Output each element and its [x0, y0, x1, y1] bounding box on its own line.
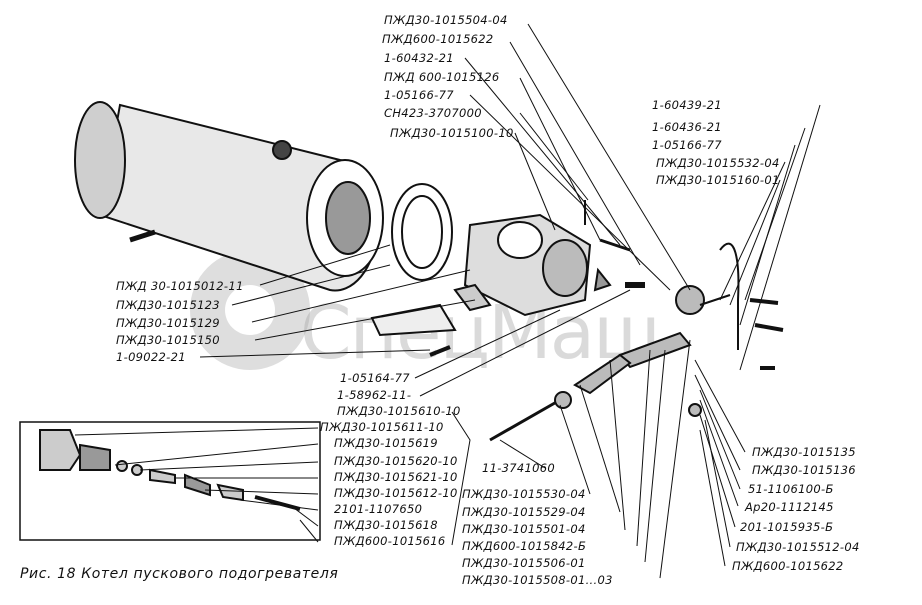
exhaust-pipe: [370, 283, 492, 337]
part-label: ПЖД30-1015532-04: [656, 156, 780, 170]
part-label: ПЖД600-1015622: [382, 32, 494, 46]
inset-frame: [19, 421, 321, 541]
burner-housing: [463, 213, 592, 317]
part-label: ПЖД30-1015612-10: [334, 486, 458, 500]
part-label: ПЖД600-1015842-Б: [462, 539, 587, 553]
part-label: Ар20-1112145: [745, 500, 834, 514]
part-label: ПЖД30-1015619: [334, 436, 438, 450]
part-label: ПЖД30-1015610-10: [337, 404, 461, 418]
part-label: ПЖД30-1015508-01...03: [462, 573, 613, 587]
part-label: ПЖД30-1015136: [752, 463, 856, 477]
part-label: 1-09022-21: [116, 350, 186, 364]
leader-lines: [74, 23, 821, 579]
part-label: 1-58962-11-: [337, 388, 412, 402]
part-label: 11-3741060: [482, 461, 555, 475]
part-label: 1-05166-77: [384, 88, 454, 102]
part-label: ПЖД30-1015529-04: [462, 505, 586, 519]
part-label: ПЖД30-1015129: [116, 316, 220, 330]
part-label: ПЖД600-1015622: [732, 559, 844, 573]
part-label: 1-60436-21: [652, 120, 722, 134]
inset-nozzle-parts: [39, 429, 301, 511]
part-label: 201-1015935-Б: [740, 520, 834, 534]
part-label: 2101-1107650: [334, 502, 423, 516]
boiler-body: [74, 101, 384, 292]
part-label: 51-1106100-Б: [748, 482, 834, 496]
part-label: ПЖД30-1015501-04: [462, 522, 586, 536]
part-label: 1-60432-21: [384, 51, 454, 65]
part-label: ПЖД30-1015150: [116, 333, 220, 347]
part-label: ПЖД 600-1015126: [384, 70, 500, 84]
part-label: ПЖД30-1015621-10: [334, 470, 458, 484]
part-label: 1-05166-77: [652, 138, 722, 152]
part-label: 1-60439-21: [652, 98, 722, 112]
part-label: ПЖД30-1015530-04: [462, 487, 586, 501]
part-label: ПЖД30-1015100-10: [390, 126, 514, 140]
part-label: СН423-3707000: [384, 106, 482, 120]
gasket: [391, 183, 453, 281]
part-label: ПЖД30-1015160-01: [656, 173, 780, 187]
part-label: ПЖД30-1015506-01: [462, 556, 586, 570]
part-label: ПЖД30-1015504-04: [384, 13, 508, 27]
part-label: 1-05164-77: [340, 371, 410, 385]
part-label: ПЖД30-1015135: [752, 445, 856, 459]
part-label: ПЖД 30-1015012-11: [116, 279, 244, 293]
part-label: ПЖД30-1015512-04: [736, 540, 860, 554]
part-label: ПЖД600-1015616: [334, 534, 446, 548]
part-label: ПЖД30-1015618: [334, 518, 438, 532]
part-label: ПЖД30-1015620-10: [334, 454, 458, 468]
part-label: ПЖД30-1015123: [116, 298, 220, 312]
part-label: ПЖД30-1015611-10: [320, 420, 444, 434]
valve-assembly: [429, 200, 784, 442]
figure-caption: Рис. 18 Котел пускового подогревателя: [20, 566, 339, 582]
